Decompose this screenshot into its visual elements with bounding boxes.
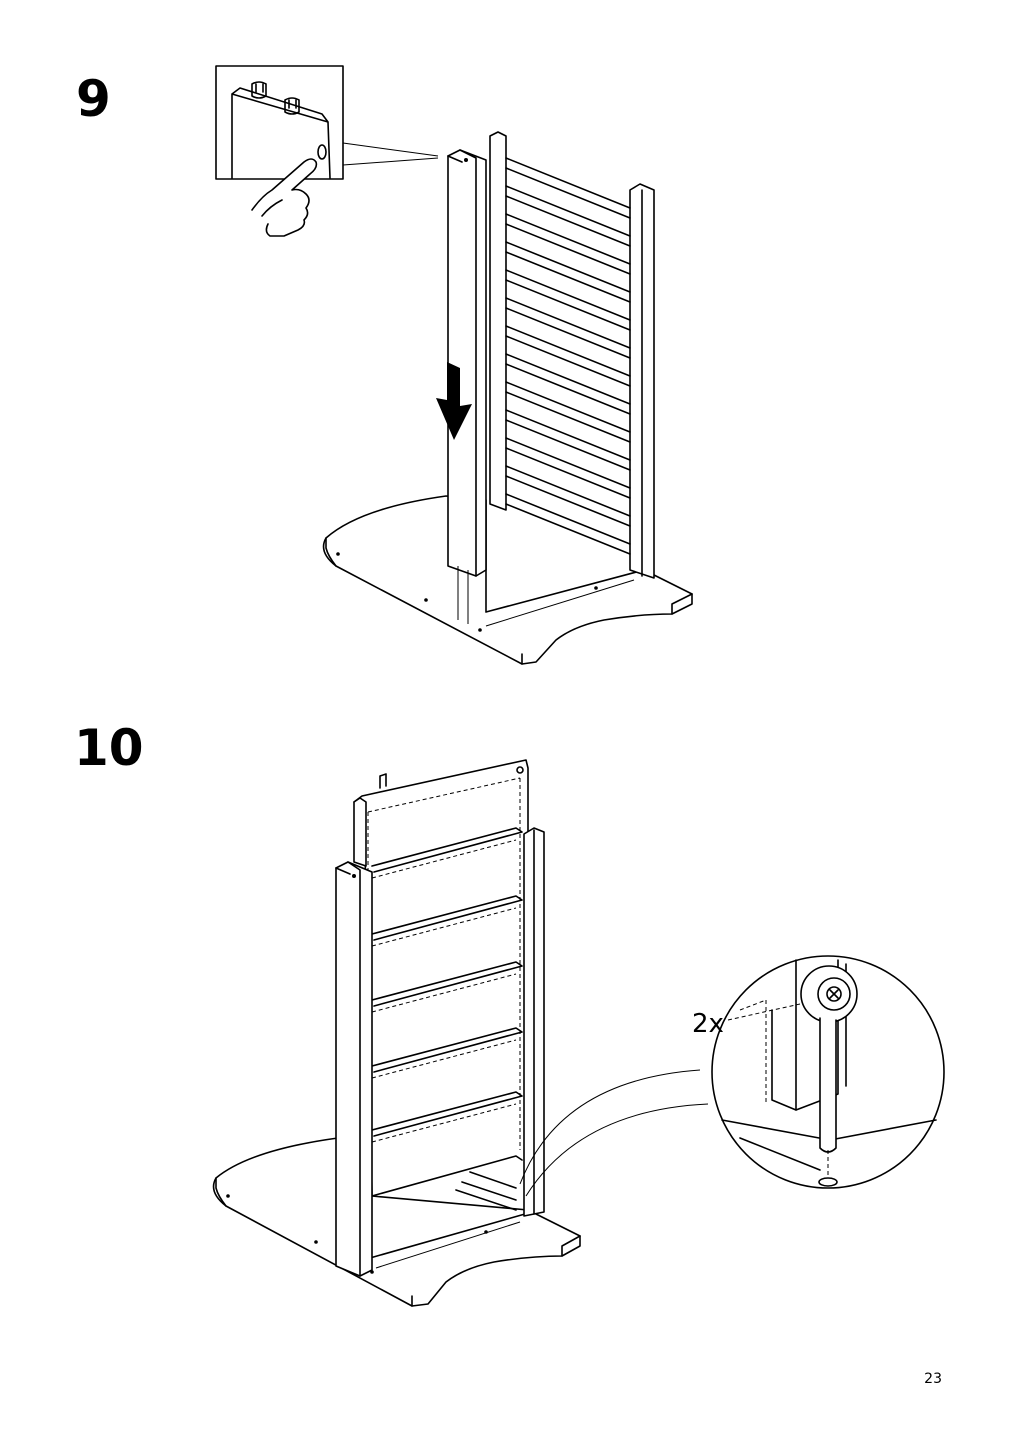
step-9-illustration <box>215 65 693 665</box>
step-10-number: 10 <box>74 719 144 777</box>
cam-lock-detail <box>711 955 945 1189</box>
finger-press-icon <box>251 158 318 237</box>
step-10-illustration: 2x <box>212 759 945 1307</box>
front-rail <box>447 149 487 624</box>
ladder-panel <box>489 131 655 579</box>
down-arrow-icon <box>436 362 472 440</box>
quantity-label: 2x <box>692 1009 724 1039</box>
page-number: 23 <box>924 1371 942 1387</box>
step-9-number: 9 <box>76 70 111 128</box>
finger-press-detail <box>215 65 439 237</box>
